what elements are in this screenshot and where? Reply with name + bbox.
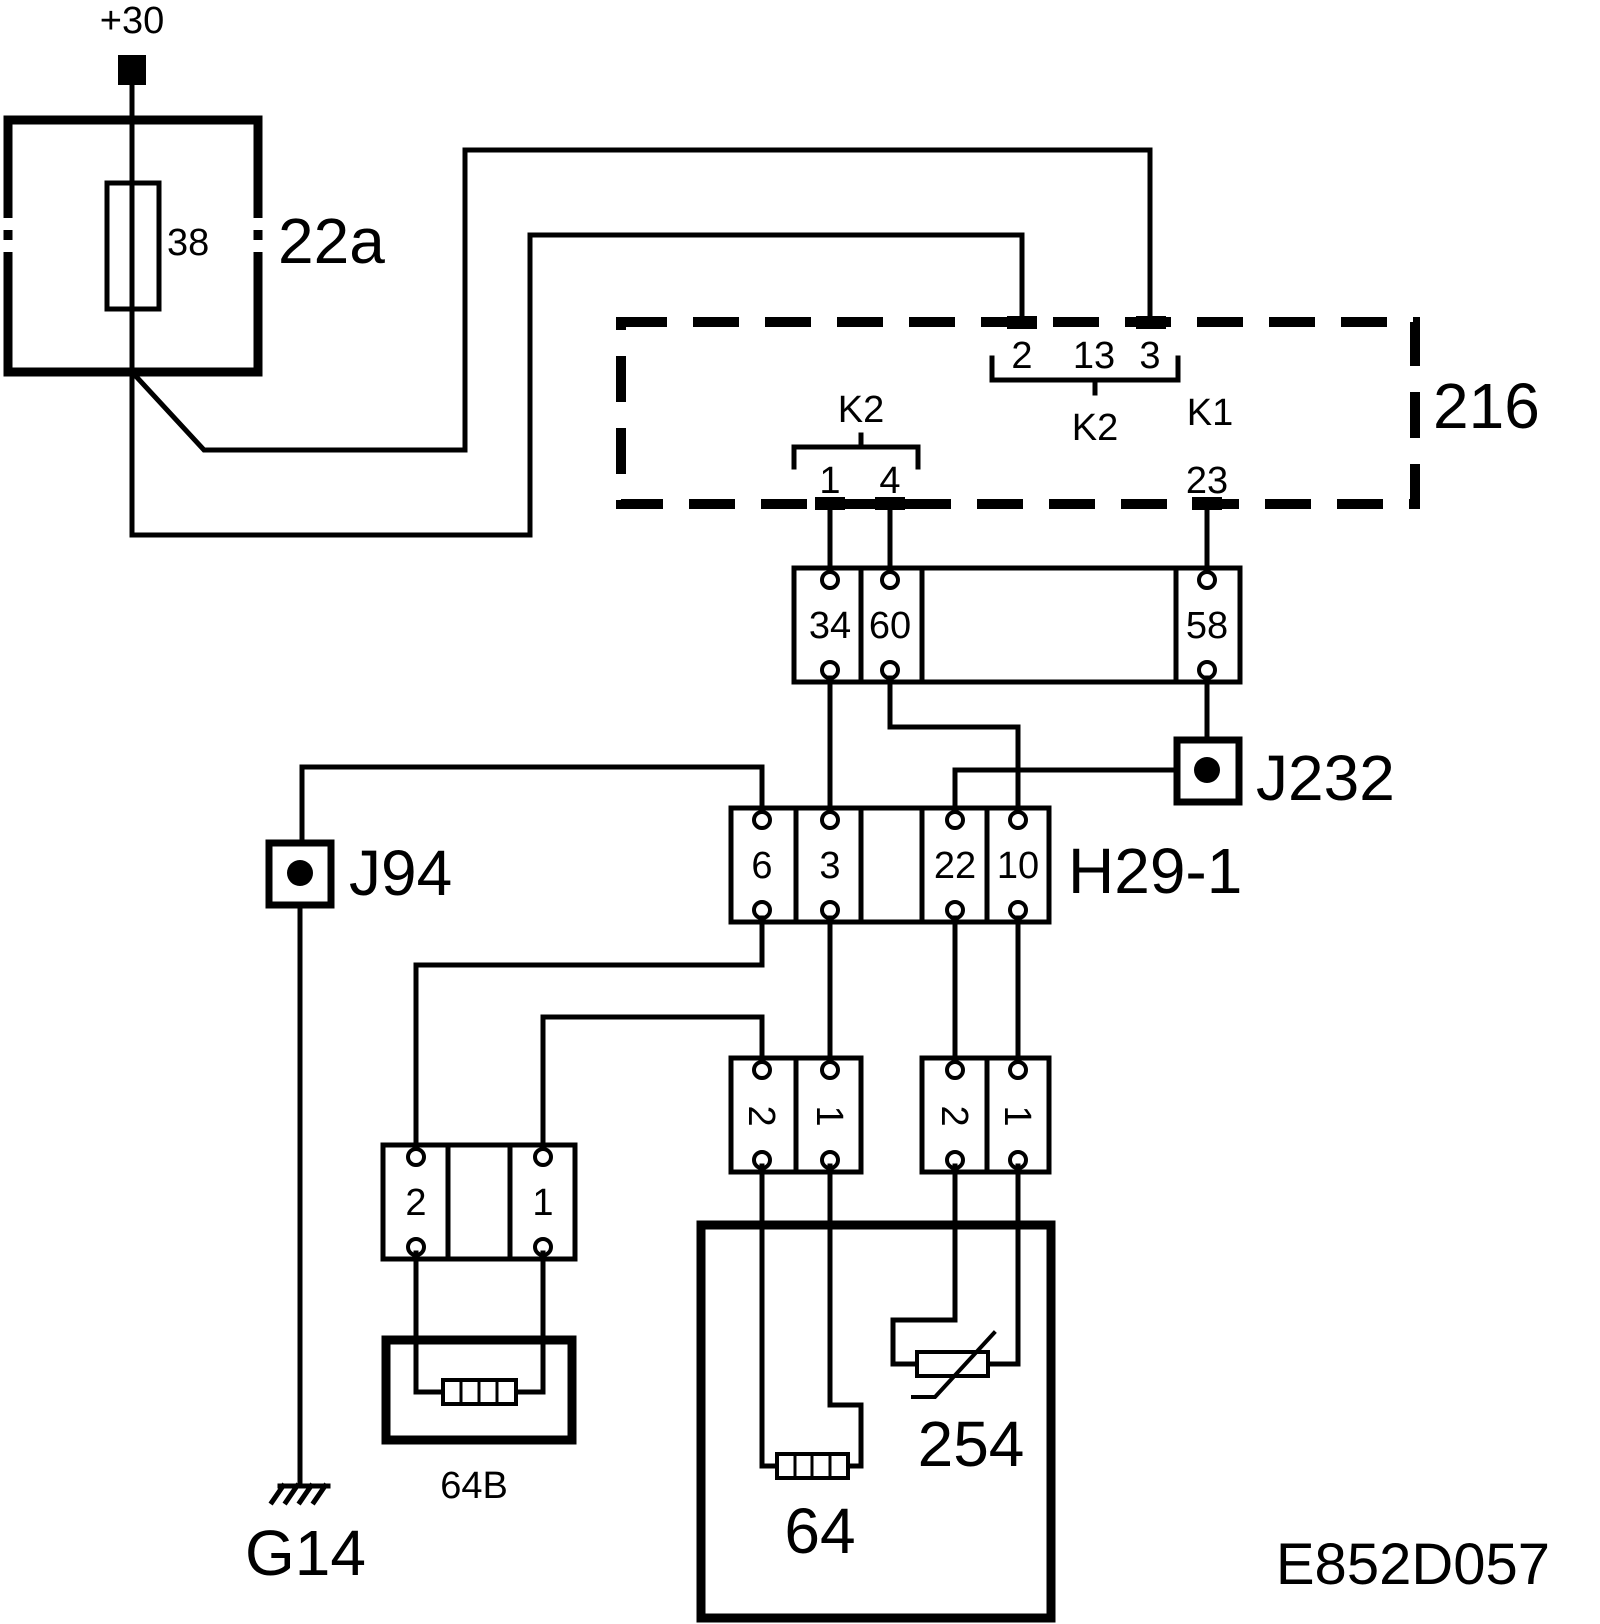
component-254-label: 254: [918, 1408, 1025, 1480]
h29-pin-6: 6: [751, 845, 772, 887]
supply-label: +30: [100, 0, 164, 42]
wire-64b-internal: [513, 1250, 546, 1395]
pin-tab-4: [875, 497, 905, 510]
diagram-code: E852D057: [1276, 1532, 1550, 1597]
thermistor-254-icon: [911, 1330, 997, 1399]
module-pin-4: 4: [879, 460, 900, 502]
h29-label: H29-1: [1068, 835, 1242, 907]
module-bottom-k2-label: K2: [838, 389, 884, 431]
heater-element-64-icon: [775, 1452, 850, 1480]
pin-terminal: [945, 1060, 965, 1080]
pin-terminal: [820, 570, 840, 590]
module-pin-23: 23: [1186, 460, 1228, 502]
upper-pin-60: 60: [869, 605, 911, 647]
conn64-pin-2: 2: [740, 1105, 782, 1126]
splice-j94-dot: [287, 860, 313, 886]
wire-fuse-to-pin2: [129, 232, 1025, 538]
wire-j232-to-22: [952, 767, 1180, 816]
pin-terminal: [752, 810, 772, 830]
j94-label: J94: [349, 837, 452, 909]
wire-64-internal: [759, 1163, 780, 1469]
wire-254-internal: [985, 1163, 1021, 1367]
component-64-label: 64: [784, 1495, 855, 1567]
ground-symbol: [268, 1482, 331, 1506]
bracket-bottom-k2: [791, 444, 921, 470]
wire-64b-internal: [413, 1250, 446, 1395]
conn254-pin-1: 1: [996, 1105, 1038, 1126]
pin-terminal: [945, 810, 965, 830]
conn64b-pin-2: 2: [405, 1182, 426, 1224]
pin-terminal: [752, 1060, 772, 1080]
conn64-pin-1: 1: [808, 1105, 850, 1126]
fuse-label: 38: [167, 222, 209, 264]
pin-terminal: [406, 1147, 426, 1167]
pin-terminal: [880, 570, 900, 590]
wire-64b-1-to-64-2: [540, 1014, 765, 1153]
pin-terminal: [533, 1147, 553, 1167]
module-top-k2-label: K2: [1072, 407, 1118, 449]
upper-pin-34: 34: [809, 605, 851, 647]
j232-label: J232: [1256, 742, 1395, 814]
module-pin-1: 1: [819, 460, 840, 502]
conn64b-pin-1: 1: [532, 1182, 553, 1224]
module-k1-label: K1: [1187, 392, 1233, 434]
wire-254-internal: [890, 1163, 958, 1367]
component-64-254-housing: [696, 1220, 1056, 1623]
h29-pin-3: 3: [819, 845, 840, 887]
pin-terminal: [1008, 1060, 1028, 1080]
wire-fuse-to-pin3: [128, 147, 1153, 453]
pin-terminal: [820, 1060, 840, 1080]
pin-tab-1: [815, 497, 845, 510]
component-64b-label: 64B: [440, 1465, 508, 1507]
splice-j232-dot: [1194, 757, 1220, 783]
heater-element-64b-icon: [441, 1378, 518, 1406]
pin-terminal: [1008, 810, 1028, 830]
wire-6-to-64b-2: [413, 915, 765, 1153]
pin-terminal: [1197, 570, 1217, 590]
connector-h29-1: [728, 805, 1052, 925]
h29-pin-10: 10: [997, 845, 1039, 887]
conn254-pin-2: 2: [933, 1105, 975, 1126]
wire-6-to-j94: [299, 764, 765, 846]
module-pin-13: 13: [1073, 335, 1115, 377]
module-pin-3: 3: [1139, 335, 1160, 377]
supply-terminal: [118, 55, 146, 85]
wire-64-internal: [827, 1163, 864, 1469]
pin-terminal: [820, 810, 840, 830]
module-pin-2: 2: [1011, 335, 1032, 377]
component-64b: [381, 1335, 577, 1445]
module-label: 216: [1433, 370, 1540, 442]
pin-tab-23: [1192, 497, 1222, 510]
connector-upper: [791, 565, 1243, 685]
ground-label: G14: [245, 1517, 366, 1589]
pin-tab-2: [1007, 316, 1037, 329]
upper-pin-58: 58: [1186, 605, 1228, 647]
h29-pin-22: 22: [934, 845, 976, 887]
fusebox-label: 22a: [278, 205, 385, 277]
pin-tab-3: [1136, 316, 1166, 329]
bracket-top-k2: [989, 355, 1181, 383]
